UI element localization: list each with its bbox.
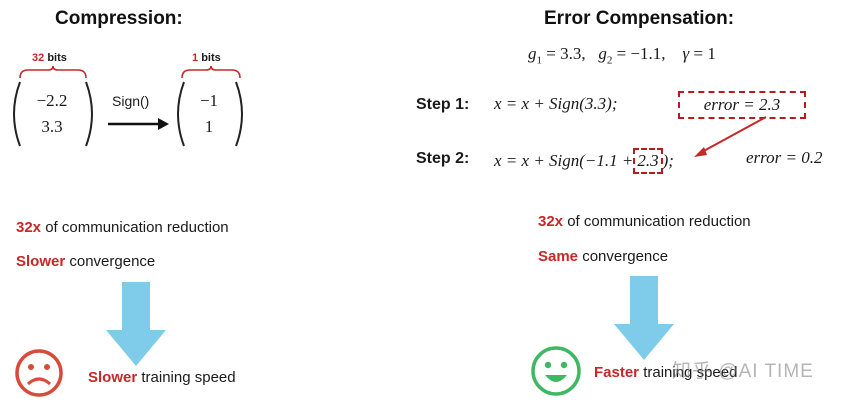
down-arrow-icon xyxy=(106,282,166,366)
step2-label: Step 2: xyxy=(416,150,470,167)
right-convergence-text: Same convergence xyxy=(538,248,669,265)
input-vector: −2.2 3.3 xyxy=(36,91,68,136)
watermark: 知乎 @AI TIME xyxy=(672,361,814,382)
left-speed-text: Slower training speed xyxy=(88,369,236,386)
parameters-line: g1 = 3.3, g2 = −1.1, γ = 1 xyxy=(528,44,716,67)
output-bits-label: 1 bits xyxy=(192,52,221,64)
error-compensation-title: Error Compensation: xyxy=(544,8,735,29)
right-paren-icon xyxy=(235,81,243,147)
sign-label: Sign() xyxy=(112,93,150,109)
right-speed-text: Faster training speed xyxy=(594,364,738,381)
down-arrow-icon xyxy=(614,276,674,360)
input-bits-label: 32 bits xyxy=(32,52,67,64)
step2-error: error = 0.2 xyxy=(746,148,823,167)
right-reduction-text: 32x of communication reduction xyxy=(538,213,751,230)
right-paren-icon xyxy=(85,81,93,147)
step1-label: Step 1: xyxy=(416,96,470,113)
compression-title: Compression: xyxy=(55,8,183,29)
left-convergence-text: Slower convergence xyxy=(16,253,156,270)
sign-arrow-icon xyxy=(108,118,169,130)
step2-equation: x = x + Sign(−1.1 +2.3); xyxy=(494,148,674,174)
left-paren-icon xyxy=(13,81,21,147)
step2-carry-box: 2.3 xyxy=(633,148,663,174)
output-brace-icon xyxy=(181,65,241,79)
sad-face-icon xyxy=(15,349,63,397)
step1-equation: x = x + Sign(3.3); xyxy=(494,94,618,113)
carry-over-arrow-icon xyxy=(694,116,767,157)
output-vector: −1 1 xyxy=(199,91,219,136)
left-paren-icon xyxy=(177,81,185,147)
input-brace-icon xyxy=(19,65,87,79)
step1-error-box: error = 2.3 xyxy=(678,91,806,119)
left-reduction-text: 32x of communication reduction xyxy=(16,219,229,236)
happy-face-icon xyxy=(531,346,581,396)
